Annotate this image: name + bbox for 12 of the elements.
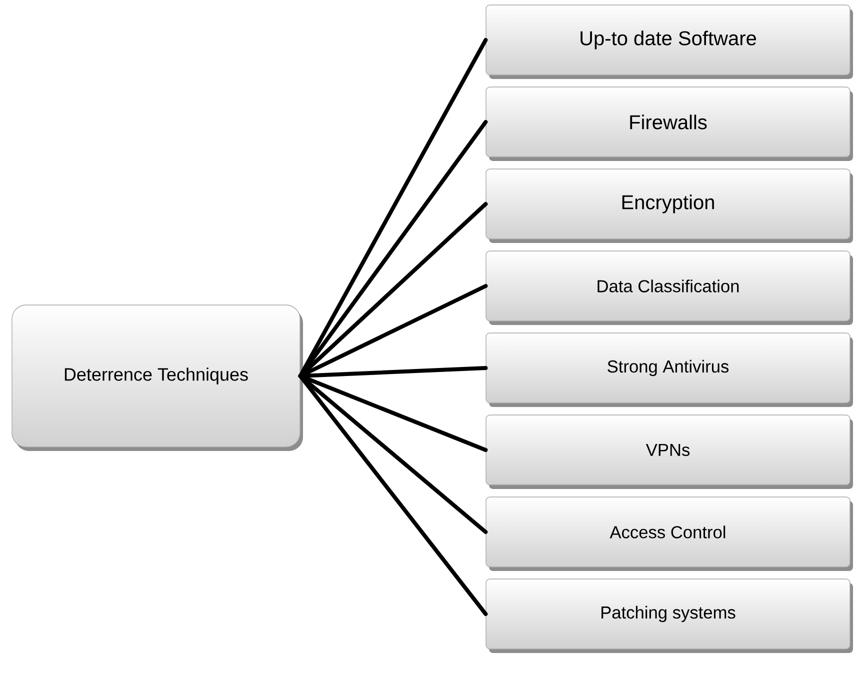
item-box: Strong Antivirus: [486, 332, 853, 407]
item-box: Data Classification: [486, 250, 853, 325]
item-box: Encryption: [486, 168, 853, 243]
connector-line: [298, 374, 488, 452]
item-box: Access Control: [486, 496, 853, 571]
item-box: Firewalls: [486, 86, 853, 161]
connector-line: [298, 374, 488, 616]
item-box: Patching systems: [486, 578, 853, 653]
topic-box: Deterrence Techniques: [12, 304, 303, 451]
item-box: VPNs: [486, 414, 853, 489]
connector-line: [298, 366, 488, 378]
item-box: Up-to date Software: [486, 4, 853, 79]
